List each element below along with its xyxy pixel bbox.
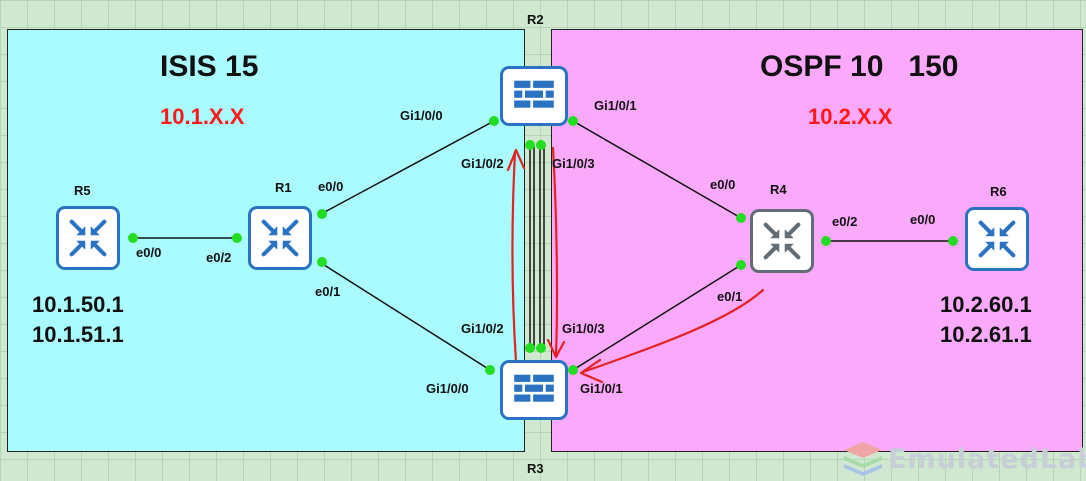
ospf-title: OSPF 10 150 (760, 50, 959, 83)
r6-ip-1: 10.2.60.1 (940, 292, 1032, 317)
link-r3-r4 (572, 264, 742, 371)
port-r3-gi1-0-0 (485, 365, 495, 375)
r4-e0-0-label: e0/0 (710, 177, 736, 192)
r3-gi1-0-3-label: Gi1/0/3 (562, 321, 605, 336)
r2-gi1-0-1-label: Gi1/0/1 (594, 98, 637, 113)
r4-e0-1-label: e0/1 (717, 289, 743, 304)
router-r6[interactable] (965, 207, 1029, 271)
r3-gi1-0-1-label: Gi1/0/1 (580, 381, 623, 396)
firewall-r2[interactable] (500, 66, 568, 126)
router-icon (978, 220, 1016, 258)
router-icon (261, 219, 299, 257)
port-r4-e0-0 (736, 213, 746, 223)
port-r2-gi1-0-0 (489, 116, 499, 126)
r6-label: R6 (990, 184, 1007, 199)
r1-e0-1-label: e0/1 (315, 284, 341, 299)
r2-label: R2 (527, 12, 544, 27)
link-r2-r4 (572, 120, 742, 219)
r2-gi1-0-3-label: Gi1/0/3 (552, 156, 595, 171)
firewall-r3[interactable] (500, 360, 568, 420)
port-r5-e0-0 (128, 233, 138, 243)
arrow-r2-to-r3 (551, 146, 559, 357)
router-r1[interactable] (248, 206, 312, 270)
r3-label: R3 (527, 461, 544, 476)
arrow-r3-to-r2 (511, 150, 518, 364)
arrow-r2-to-r3-head (546, 338, 566, 359)
isis-title: ISIS 15 (160, 50, 259, 83)
arrow-r4-to-r3-head (579, 358, 604, 384)
emulatedlab-logo (844, 442, 882, 476)
r4-label: R4 (770, 182, 787, 197)
arrow-r4-to-r3 (581, 288, 765, 374)
router-r4[interactable] (750, 209, 814, 273)
r1-e0-0-label: e0/0 (318, 179, 344, 194)
port-r2-gi1-0-2 (525, 140, 535, 150)
ospf-subnet: 10.2.X.X (808, 104, 893, 129)
r6-e0-0-label: e0/0 (910, 212, 936, 227)
r5-ip-1: 10.1.50.1 (32, 292, 124, 317)
port-r6-e0-0 (948, 236, 958, 246)
port-r3-gi1-0-1 (568, 365, 578, 375)
port-r2-gi1-0-1 (568, 116, 578, 126)
link-r1-r3 (320, 262, 491, 371)
r2-gi1-0-0-label: Gi1/0/0 (400, 108, 443, 123)
r5-label: R5 (74, 183, 91, 198)
port-r3-gi1-0-2 (525, 343, 535, 353)
router-icon (763, 222, 801, 260)
link-r1-r2 (320, 120, 495, 215)
r2-gi1-0-2-label: Gi1/0/2 (461, 156, 504, 171)
port-r4-e0-2 (821, 236, 831, 246)
port-r1-e0-0 (317, 209, 327, 219)
r5-ip-list: 10.1.50.1 10.1.51.1 (32, 290, 124, 350)
port-r4-e0-1 (736, 260, 746, 270)
arrow-r3-to-r2-head (506, 148, 526, 172)
r3-gi1-0-2-label: Gi1/0/2 (461, 321, 504, 336)
r6-ip-2: 10.2.61.1 (940, 322, 1032, 347)
port-r1-e0-2 (232, 233, 242, 243)
r5-e0-0-label: e0/0 (136, 245, 162, 260)
port-r3-gi1-0-3 (536, 343, 546, 353)
isis-subnet: 10.1.X.X (160, 104, 245, 129)
r1-label: R1 (275, 180, 292, 195)
firewall-icon (514, 80, 554, 108)
r3-gi1-0-0-label: Gi1/0/0 (426, 381, 469, 396)
router-icon (69, 219, 107, 257)
port-r1-e0-1 (317, 257, 327, 267)
port-r2-gi1-0-3 (536, 140, 546, 150)
r6-ip-list: 10.2.60.1 10.2.61.1 (940, 290, 1032, 350)
firewall-icon (514, 374, 554, 402)
r4-e0-2-label: e0/2 (832, 214, 858, 229)
watermark-text: EmulatedLab (888, 444, 1086, 475)
r5-ip-2: 10.1.51.1 (32, 322, 124, 347)
router-r5[interactable] (56, 206, 120, 270)
r1-e0-2-label: e0/2 (206, 250, 232, 265)
